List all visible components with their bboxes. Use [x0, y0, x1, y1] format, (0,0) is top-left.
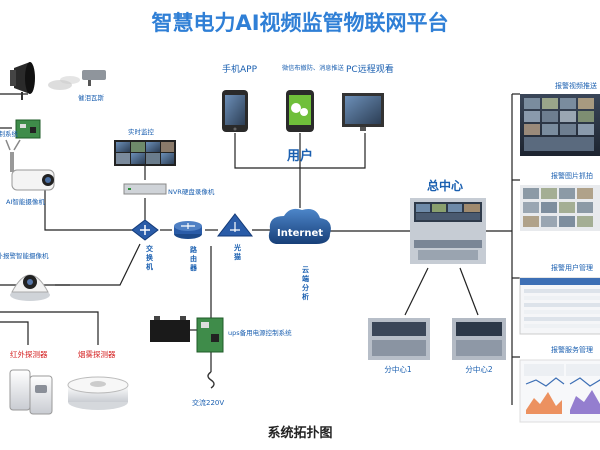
nvr-label: NVR硬盘录像机 — [168, 187, 215, 196]
optical-modem-label: 光猫 — [233, 243, 241, 261]
page-title: 智慧电力AI视频监管物联网平台 — [151, 11, 448, 35]
tear-gas-device-icon — [48, 70, 106, 90]
sub-center-1-label: 分中心1 — [384, 364, 411, 374]
sub-center-1-image — [368, 318, 430, 360]
monitor-wall-icon — [114, 140, 176, 166]
alarm-image-panel — [520, 185, 600, 231]
internet-label: Internet — [277, 228, 323, 239]
router-icon — [174, 221, 202, 239]
sub-center-2-image — [452, 318, 506, 360]
alarm-users-label: 报警用户管理 — [551, 263, 593, 272]
switch-icon — [131, 219, 159, 241]
ac-power-label: 交流220V — [192, 398, 224, 407]
control-board-icon — [15, 119, 41, 139]
internet-cloud-icon — [268, 208, 331, 244]
ir-camera-label: 红外报警智能摄像机 — [0, 251, 49, 260]
siren-icon — [10, 62, 35, 100]
smartphone-icon — [222, 90, 248, 132]
control-room-image — [410, 198, 486, 264]
cloud-analysis-label: 云端分析 — [302, 266, 309, 301]
pc-remote-label: PC远程观看 — [346, 63, 394, 75]
alarm-users-panel — [519, 277, 600, 335]
optical-modem-icon — [216, 213, 254, 237]
alarm-image-label: 报警图片抓拍 — [551, 171, 593, 180]
ai-bullet-camera-icon — [5, 139, 55, 191]
diagram-caption: 系统拓扑图 — [267, 425, 332, 441]
alarm-video-panel — [520, 94, 600, 156]
connection-lines — [0, 93, 520, 405]
wechat-phone-icon — [286, 90, 314, 132]
realtime-monitor-label: 实时监控 — [128, 127, 155, 136]
ups-control-board-icon — [196, 317, 224, 353]
router-label: 路由器 — [189, 245, 198, 272]
control-system-label: 控制系统 — [0, 129, 19, 138]
ups-label: ups备用电源控制系统 — [228, 328, 292, 337]
phone-app-label: 手机APP — [222, 63, 258, 75]
user-label: 用户 — [286, 148, 313, 164]
main-center-label: 总中心 — [427, 178, 463, 193]
power-plug-icon — [207, 371, 215, 389]
alarm-service-label: 报警服务管理 — [551, 345, 593, 354]
ai-camera-label: AI智能摄像机 — [6, 197, 45, 206]
nvr-recorder-icon — [123, 183, 167, 195]
alarm-service-panel — [519, 359, 600, 423]
sub-center-2-label: 分中心2 — [465, 364, 492, 374]
smoke-detector-icon — [67, 376, 129, 410]
ir-detector-icon — [9, 369, 53, 415]
dome-camera-icon — [10, 274, 50, 301]
wechat-label: 微信布撤防、消息推送 — [282, 64, 345, 72]
switch-label: 交换机 — [146, 244, 154, 271]
alarm-video-label: 报警视频推送 — [555, 81, 597, 90]
alarm-label: 催泪瓦斯 — [78, 93, 105, 102]
smoke-detector-label: 烟雾探测器 — [78, 349, 116, 359]
ir-detector-label: 红外探测器 — [10, 349, 48, 359]
ups-battery-icon — [150, 316, 190, 342]
pc-monitor-icon — [342, 93, 384, 131]
